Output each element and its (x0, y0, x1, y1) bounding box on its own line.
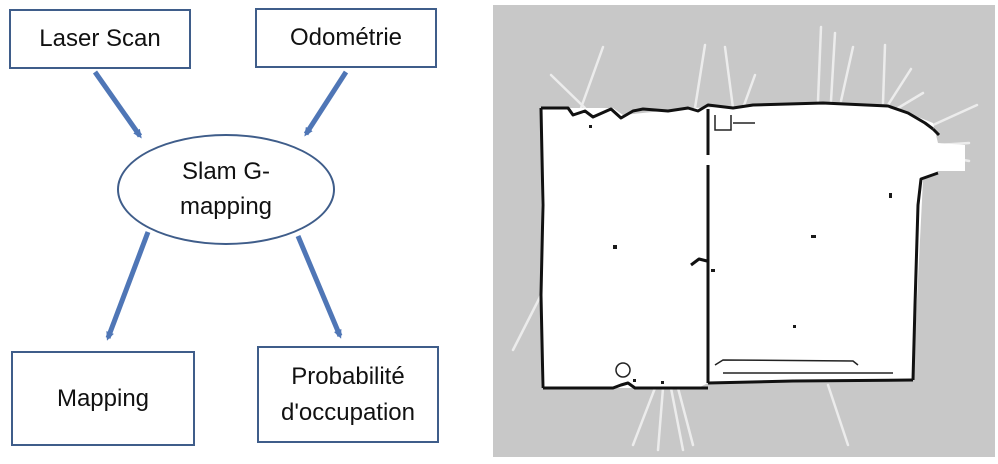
odometrie-label: Odométrie (289, 24, 403, 51)
probabilite-label: Probabilité d'occupation (280, 362, 415, 426)
map-free-space (541, 103, 965, 388)
occupancy-grid-map (493, 5, 995, 457)
arrow-slam-to-mapping (105, 231, 151, 341)
laser-scan-box: Laser Scan (9, 9, 191, 69)
slam-gmapping-node: Slam G-mapping (117, 134, 335, 245)
probabilite-box: Probabilité d'occupation (257, 346, 439, 443)
arrow-slam-to-probabilite (295, 235, 343, 339)
arrow-odometrie-to-slam (303, 70, 349, 137)
map-interior-details (615, 115, 893, 378)
mapping-box: Mapping (11, 351, 195, 446)
map-walls (539, 101, 941, 390)
slam-gmapping-label: Slam G-mapping (179, 157, 273, 220)
laser-scan-label: Laser Scan (39, 25, 161, 52)
arrow-laser-to-slam (92, 70, 143, 139)
mapping-label: Mapping (56, 384, 150, 412)
odometrie-box: Odométrie (255, 8, 437, 68)
map-obstacle-points (589, 125, 892, 384)
laser-rays (511, 25, 979, 452)
